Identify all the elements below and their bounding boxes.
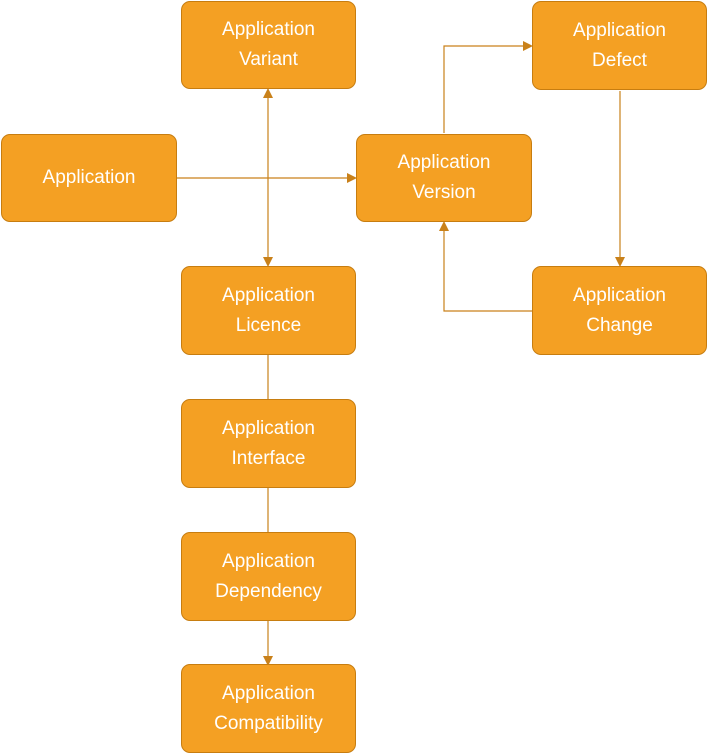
node-application-change-line-2: Change <box>586 314 653 336</box>
node-application-defect-line-1: Application <box>573 19 666 41</box>
node-application-interface[interactable]: Application Interface <box>181 399 356 488</box>
node-application-line-1: Application <box>42 167 136 188</box>
connector-change-version <box>439 221 532 312</box>
node-application-variant-line-2: Variant <box>239 49 298 70</box>
node-application-variant-line-1: Application <box>222 19 315 40</box>
node-application-dependency[interactable]: Application Dependency <box>181 532 356 621</box>
node-application-compatibility-line-2: Compatibility <box>214 712 323 734</box>
node-application-version-line-2: Version <box>412 182 476 203</box>
node-application-defect[interactable]: Application Defect <box>532 1 707 90</box>
node-application-licence[interactable]: Application Licence <box>181 266 356 355</box>
node-application-licence-line-2: Licence <box>235 314 302 336</box>
node-application[interactable]: Application <box>1 134 177 222</box>
node-application-change[interactable]: Application Change <box>532 266 707 355</box>
node-application-variant[interactable]: Application Variant <box>181 1 356 89</box>
node-application-version[interactable]: Application Version <box>356 134 532 222</box>
node-application-defect-line-2: Defect <box>592 49 647 71</box>
node-application-dependency-line-2: Dependency <box>215 580 322 602</box>
node-application-version-line-1: Application <box>397 152 491 173</box>
node-application-change-line-1: Application <box>573 284 666 306</box>
node-application-interface-line-2: Interface <box>231 447 306 469</box>
node-application-interface-line-1: Application <box>222 417 315 439</box>
node-application-licence-line-1: Application <box>222 284 315 306</box>
node-application-compatibility[interactable]: Application Compatibility <box>181 664 356 753</box>
connector-version-defect <box>443 41 533 133</box>
node-application-dependency-line-1: Application <box>222 550 315 572</box>
node-application-compatibility-line-1: Application <box>222 682 315 704</box>
